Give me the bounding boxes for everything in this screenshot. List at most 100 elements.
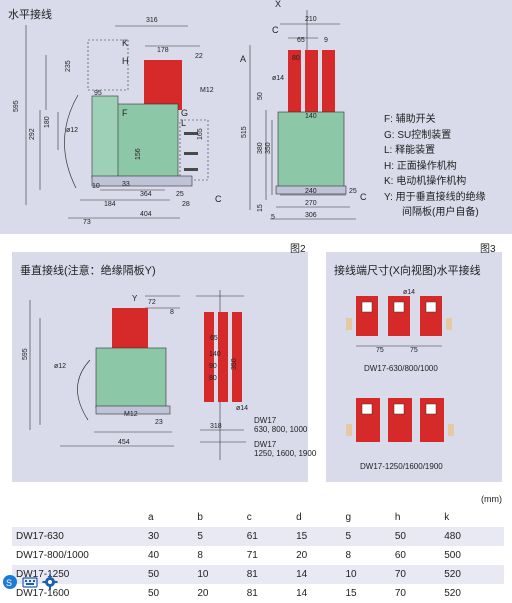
fig2-front-red-3 (232, 312, 242, 402)
figure-3-label: 图3 (480, 244, 496, 255)
cell-a: 30 (148, 531, 160, 542)
letter-l: L (181, 118, 186, 128)
dim-350-v: 350 (231, 358, 238, 370)
fig1-red-contact (144, 60, 182, 110)
table-row: DW17-800/1000 40 8 71 20 8 60 500 (12, 546, 504, 565)
dim-o14: ø14 (272, 75, 284, 82)
cell-h: 60 (394, 550, 406, 561)
letter-f: F (122, 108, 128, 118)
dim-95: 95 (94, 90, 102, 97)
input-method-icon[interactable]: S (2, 574, 18, 590)
dim-454: 454 (118, 439, 130, 446)
cell-d: 15 (296, 531, 308, 542)
figure-1-title: 水平接线 (8, 9, 52, 21)
legend-item-g: G: SU控制装置 (384, 129, 452, 141)
cell-c: 61 (246, 531, 258, 542)
cell-g: 5 (345, 531, 352, 542)
dim-9: 9 (324, 37, 328, 44)
letter-h: H (122, 56, 129, 66)
cell-d: 14 (296, 588, 308, 599)
dim-404: 404 (140, 211, 152, 218)
col-header-h: h (394, 512, 401, 523)
cell-h: 50 (394, 531, 406, 542)
dim-28: 28 (182, 201, 190, 208)
fig2-green-body (95, 347, 167, 409)
fig1-green-body (113, 103, 179, 179)
dim-140: 140 (305, 113, 317, 120)
dim-5: 5 (271, 214, 275, 221)
figure-1-panel (0, 0, 512, 234)
fig2-base (95, 405, 171, 415)
cell-k: 480 (444, 531, 461, 542)
dim-156: 156 (135, 148, 142, 160)
fig1-front-red-bar-2 (305, 50, 318, 112)
component-legend: F: 辅助开关 G: SU控制装置 L: 释能装置 H: 正面操作机构 K: 电… (384, 112, 486, 221)
cell-b: 8 (197, 550, 203, 561)
legend-item-k: K: 电动机操作机构 (384, 176, 467, 187)
dim-165: 165 (197, 128, 204, 140)
dim-140-v: 140 (209, 351, 221, 358)
dim-380: 380 (257, 142, 264, 154)
dim-o12-v: ø12 (54, 363, 66, 370)
table-header-row: a b c d g h k (12, 508, 504, 527)
fig1-green-body-front (91, 95, 119, 179)
dim-316: 316 (146, 17, 158, 24)
cell-d: 20 (296, 550, 308, 561)
cell-model: DW17-630 (16, 531, 64, 542)
table-row: DW17-630 30 5 61 15 5 50 480 (12, 527, 504, 546)
cell-c: 81 (246, 569, 258, 580)
dim-292: 292 (29, 128, 36, 140)
dim-80: 80 (292, 55, 300, 62)
fig1-front-red-bar-1 (288, 50, 301, 112)
dim-o14-v: ø14 (236, 405, 248, 412)
dim-c-top: C (272, 25, 279, 35)
legend-item-h: H: 正面操作机构 (384, 160, 457, 172)
dim-65: 65 (297, 37, 305, 44)
legend-item-y: Y: 用于垂直接线的绝缘 (384, 191, 486, 203)
cell-b: 20 (197, 588, 209, 599)
cell-g: 10 (345, 569, 357, 580)
table-row: DW17-1600 50 20 81 14 15 70 520 (12, 584, 504, 603)
dim-72: 72 (148, 299, 156, 306)
dim-y: Y (132, 294, 138, 303)
dim-270: 270 (305, 200, 317, 207)
dim-c-right: C (360, 192, 367, 202)
cell-d: 14 (296, 569, 308, 580)
dim-23: 23 (155, 419, 163, 426)
table-row: DW17-1250 50 10 81 14 10 70 520 (12, 565, 504, 584)
legend-item-l: L: 释能装置 (384, 145, 436, 156)
fig3-dim-75b: 75 (410, 347, 418, 354)
dim-50: 50 (257, 92, 264, 100)
cell-a: 40 (148, 550, 160, 561)
dim-235: 235 (65, 60, 72, 72)
cell-b: 5 (197, 531, 203, 542)
figure-2-title: 垂直接线(注意：绝缘隔板Y) (20, 265, 156, 277)
cell-k: 520 (444, 569, 461, 580)
cell-a: 50 (148, 569, 160, 580)
keyboard-icon[interactable] (22, 574, 38, 590)
dim-90: 90 (209, 363, 217, 370)
spec-table: a b c d g h k DW17-630 30 5 61 15 5 50 4… (12, 508, 504, 603)
letter-c: C (215, 194, 222, 204)
legend-item-y-cont: 间隔板(用户自备) (402, 207, 479, 218)
cell-a: 50 (148, 588, 160, 599)
dim-8: 8 (170, 309, 174, 316)
fig2-red-contact (112, 308, 148, 350)
cell-h: 70 (394, 588, 406, 599)
fig2-front-red-1 (204, 312, 214, 402)
cell-g: 8 (345, 550, 352, 561)
dim-x: X (275, 0, 281, 9)
fig2-side-view (29, 295, 180, 447)
dim-10: 10 (92, 183, 100, 190)
dim-33: 33 (122, 181, 130, 188)
gear-icon[interactable] (42, 574, 58, 590)
col-header-c: c (246, 512, 252, 523)
dim-210: 210 (305, 16, 317, 23)
cell-h: 70 (394, 569, 406, 580)
overlay-toolbar: S (0, 571, 60, 593)
dim-22: 22 (195, 53, 203, 60)
col-header-a: a (148, 512, 154, 523)
col-header-d: d (296, 512, 302, 523)
fig3-terminal-a (346, 296, 452, 347)
dim-184: 184 (104, 201, 116, 208)
